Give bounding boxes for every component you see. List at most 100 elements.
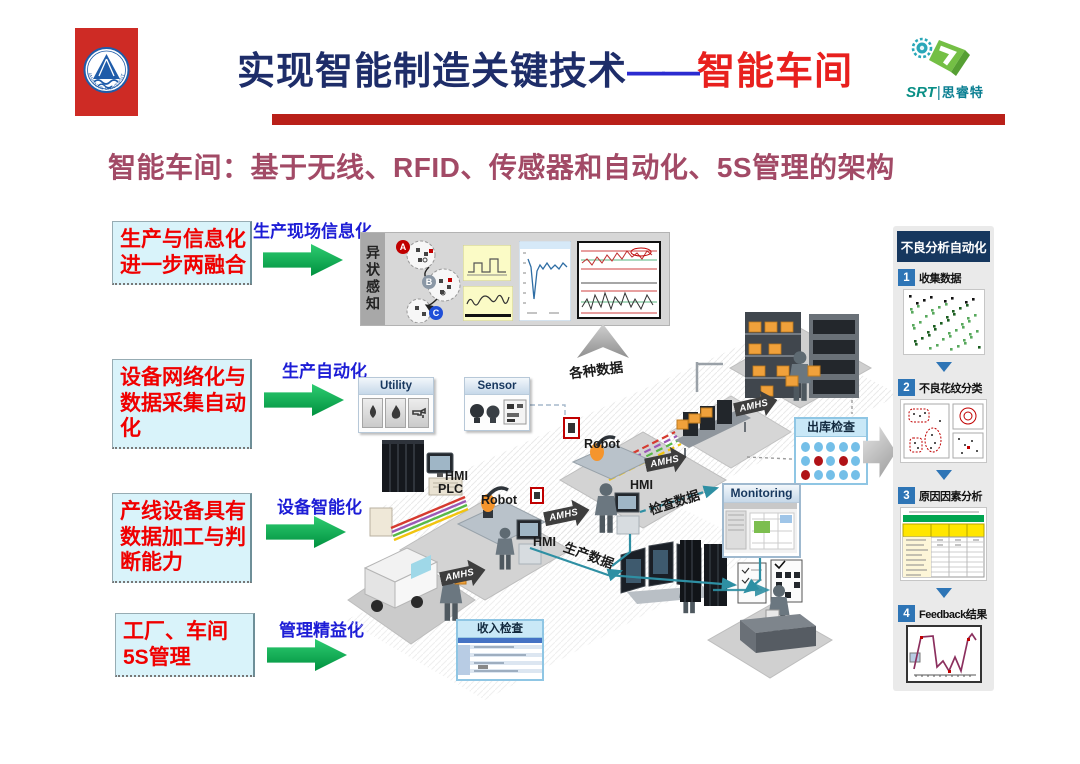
collected-data-scatter bbox=[902, 289, 985, 355]
cluster-a-badge: A bbox=[400, 242, 407, 252]
plc-label: PLC bbox=[438, 482, 463, 496]
srt-cn-name: 思睿特 bbox=[941, 85, 984, 100]
rfid-reader-icons bbox=[530, 417, 580, 504]
ok-dot bbox=[813, 470, 823, 480]
down-arrow-icon bbox=[935, 470, 952, 480]
cluster-c-badge: C bbox=[433, 308, 440, 318]
sensing-strip: 异状感知 bbox=[361, 233, 385, 325]
step-label: 原因因素分析 bbox=[919, 490, 983, 503]
concept-box-networking: 设备网络化与 数据采集自动 化 bbox=[112, 359, 252, 449]
defect-pattern-thumbnails bbox=[900, 399, 987, 463]
spc-chart-thumbnail bbox=[577, 241, 661, 319]
sensor-photos bbox=[470, 399, 527, 425]
analysis-step-4: 4 Feedback结果 bbox=[898, 605, 989, 683]
hmi-plc-station bbox=[426, 452, 463, 496]
down-arrow-icon bbox=[935, 362, 952, 372]
concept-box-processing: 产线设备具有 数据加工与判 断能力 bbox=[112, 493, 252, 583]
ok-dot bbox=[851, 456, 861, 466]
slide-subtitle: 智能车间：基于无线、RFID、传感器和自动化、5S管理的架构 bbox=[108, 152, 895, 183]
green-right-arrow-icon bbox=[264, 384, 344, 416]
hmi-label: HMI bbox=[445, 469, 468, 483]
step-number-badge: 4 bbox=[898, 605, 915, 622]
ok-dot bbox=[838, 442, 848, 452]
robot-cell bbox=[571, 435, 652, 480]
outgoing-check-box: 出库检查 bbox=[794, 417, 868, 485]
defect-analysis-title: 不良分析自动化 bbox=[897, 231, 990, 262]
ok-dot bbox=[851, 442, 861, 452]
monitoring-header: Monitoring bbox=[724, 485, 799, 503]
hmi-label: HMI bbox=[533, 535, 556, 549]
wafer-dot-grid bbox=[796, 437, 866, 485]
factory-isometric-diagram bbox=[345, 312, 900, 700]
sorter-machine bbox=[675, 362, 751, 458]
ok-dot bbox=[826, 456, 836, 466]
step-number-badge: 1 bbox=[898, 269, 915, 286]
page-title: 实现智能制造关键技术——智能车间 bbox=[225, 40, 865, 95]
defect-dot bbox=[801, 470, 810, 480]
outgoing-check-header: 出库检查 bbox=[796, 419, 866, 437]
arrow-label-site-informatization: 生产现场信息化 bbox=[253, 222, 372, 241]
defect-analysis-panel: 不良分析自动化 1 收集数据 2 不良花纹分类 bbox=[893, 226, 994, 691]
sensor-box: Sensor bbox=[464, 377, 530, 431]
cluster-b-badge: B bbox=[426, 277, 433, 287]
sensing-label: 异状感知 bbox=[365, 245, 381, 313]
ok-dot bbox=[851, 470, 861, 480]
utility-box: Utility bbox=[358, 377, 434, 433]
srt-logo-mark bbox=[911, 37, 970, 76]
trend-chart-thumbnail bbox=[463, 286, 513, 321]
defect-dot bbox=[838, 456, 848, 466]
monitoring-box: Monitoring bbox=[722, 483, 801, 558]
university-logo: JIANGNAN UNIVERSITY bbox=[75, 28, 138, 116]
ok-dot bbox=[826, 442, 836, 452]
cluster-map-thumbnail: A B C bbox=[396, 240, 461, 323]
analysis-step-2: 2 不良花纹分类 bbox=[898, 379, 989, 463]
green-right-arrow-icon bbox=[263, 244, 343, 276]
robot-cell bbox=[456, 486, 547, 545]
srt-brand: SRT bbox=[906, 84, 936, 101]
utility-icons bbox=[359, 395, 433, 431]
step-chart-thumbnail bbox=[463, 245, 511, 281]
analysis-step-1: 1 收集数据 bbox=[898, 269, 989, 355]
ok-dot bbox=[813, 442, 823, 452]
concept-box-informatization: 生产与信息化 进一步两融合 bbox=[112, 221, 252, 286]
faucet-icon bbox=[408, 398, 429, 428]
ok-dot bbox=[838, 470, 848, 480]
green-right-arrow-icon bbox=[267, 639, 347, 671]
arrow-label-lean-management: 管理精益化 bbox=[279, 621, 364, 640]
utility-header: Utility bbox=[359, 378, 433, 395]
wave-icon bbox=[93, 79, 119, 85]
sensor-header: Sensor bbox=[465, 378, 529, 395]
flame-icon bbox=[385, 398, 406, 428]
droplet-icon bbox=[362, 398, 383, 428]
title-accent: 智能车间 bbox=[697, 51, 854, 93]
ok-dot bbox=[801, 456, 810, 466]
delivery-truck bbox=[363, 547, 467, 621]
srt-wordmark: SRT|思睿特 bbox=[893, 85, 997, 100]
down-arrow-icon bbox=[935, 588, 952, 598]
timeseries-chart-thumbnail bbox=[519, 241, 571, 321]
defect-dot bbox=[813, 456, 823, 466]
concept-box-5s: 工厂、车间 5S管理 bbox=[115, 613, 255, 678]
title-dash: —— bbox=[627, 51, 700, 93]
green-right-arrow-icon bbox=[266, 516, 346, 548]
step-number-badge: 2 bbox=[898, 379, 915, 396]
incoming-check-box: 收入检查 bbox=[456, 619, 544, 681]
step-label: Feedback结果 bbox=[919, 608, 987, 621]
data-flow-lines bbox=[529, 485, 771, 597]
cause-factor-table bbox=[900, 507, 987, 581]
incoming-check-header: 收入检查 bbox=[458, 621, 542, 638]
title-main: 实现智能制造关键技术 bbox=[236, 51, 627, 93]
srt-separator: | bbox=[936, 84, 941, 101]
srt-logo: SRT|思睿特 bbox=[893, 34, 997, 114]
analysis-step-3: 3 原因因素分析 bbox=[898, 487, 989, 581]
step-number-badge: 3 bbox=[898, 487, 915, 504]
ok-dot bbox=[826, 470, 836, 480]
step-label: 不良花纹分类 bbox=[919, 382, 983, 395]
incoming-check-screenshot bbox=[458, 638, 542, 678]
ok-dot bbox=[801, 442, 810, 452]
srt-diamond-icon bbox=[929, 40, 965, 72]
checklist-boards bbox=[737, 559, 803, 604]
hmi-cart bbox=[594, 483, 640, 535]
office-desk bbox=[740, 585, 816, 653]
